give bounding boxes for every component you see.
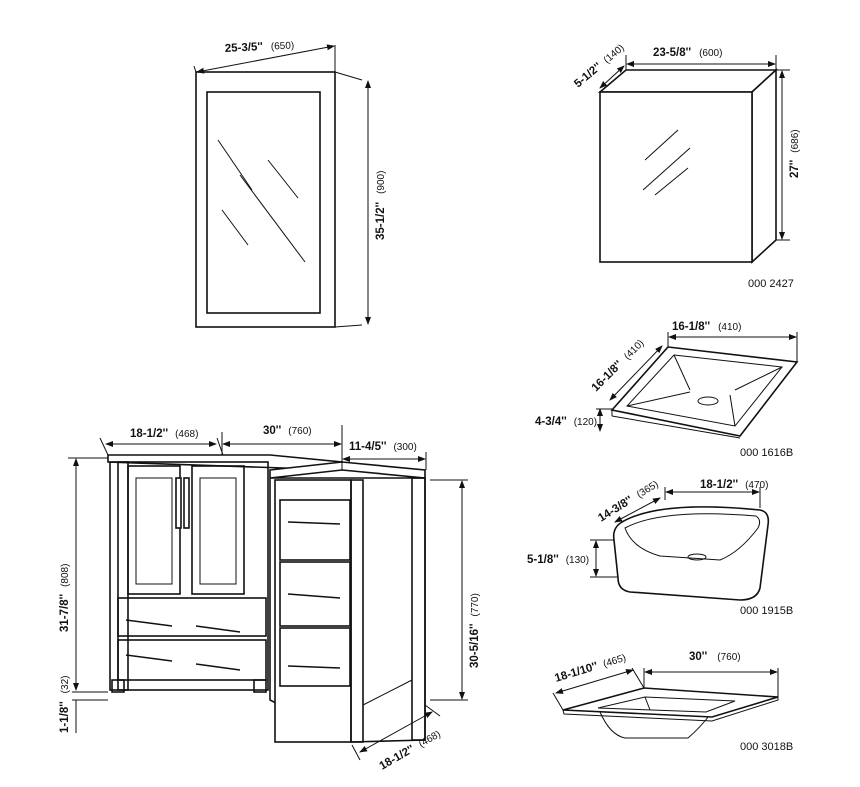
mirror-height-label: 35-1/2'' (900) — [371, 171, 388, 240]
vanity-height-label: 31-7/8'' (808) — [55, 564, 72, 632]
mirror-width-label: 25-3/5'' (650) — [224, 35, 294, 56]
cabinet-width-label: 23-5/8'' (600) — [653, 43, 722, 60]
vanity-width-label: 30'' (760) — [263, 421, 312, 438]
sink-1915b-height-label: 5-1/8'' (130) — [527, 550, 589, 567]
sink-3018b-width-label: 30'' (760) — [689, 647, 741, 664]
sink-3018b-drawing: 30'' (760) 18-1/10'' (465) 000 3018B — [552, 647, 793, 753]
vanity-side-width-label: 11-4/5'' (300) — [349, 437, 417, 454]
sink-1915b-drawing: 18-1/2'' (470) 14-3/8'' (365) 5-1/8'' (1… — [527, 475, 793, 617]
sink-1616b-width-label: 16-1/8'' (410) — [672, 317, 741, 334]
cabinet-height-label: 27'' (686) — [785, 129, 802, 178]
vanity-cabinet-height-label: 30-5/16'' (770) — [465, 593, 482, 668]
sink-1915b-width-label: 18-1/2'' (470) — [700, 475, 768, 492]
mirror-drawing: 25-3/5'' (650) 35-1/2'' (900) — [193, 35, 388, 328]
vanity-depth-label: 18-1/2'' (468) — [130, 424, 198, 441]
cabinet-model-code: 000 2427 — [748, 278, 794, 290]
sink-1915b-model-code: 000 1915B — [740, 605, 793, 617]
vanity-toe-height-label: 1-1/8'' (32) — [55, 676, 72, 733]
sink-3018b-depth-label: 18-1/10'' (465) — [552, 648, 628, 686]
medicine-cabinet-drawing: 23-5/8'' (600) 5-1/2'' (140) 27'' (686) … — [572, 43, 802, 290]
sink-1616b-drawing: 16-1/8'' (410) 16-1/8'' (410) 4-3/4'' (1… — [535, 317, 799, 459]
sink-3018b-model-code: 000 3018B — [740, 741, 793, 753]
vanity-drawing: 18-1/2'' (468) 30'' (760) 11-4/5'' (300)… — [55, 421, 482, 773]
sink-1616b-height-label: 4-3/4'' (120) — [535, 412, 597, 429]
sink-1616b-model-code: 000 1616B — [740, 447, 793, 459]
